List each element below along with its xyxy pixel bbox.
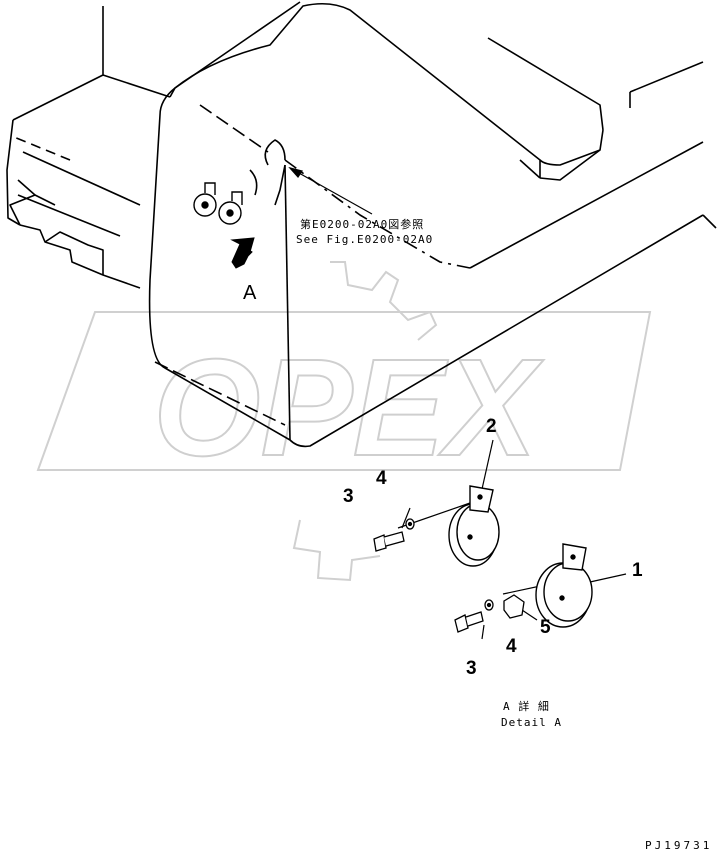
reference-note-en: See Fig.E0200-02A0 (296, 233, 434, 246)
callout-4-lower: 4 (506, 636, 517, 657)
view-marker: A (243, 282, 257, 304)
washer-lower (484, 599, 494, 611)
reference-leader (288, 166, 373, 215)
callout-3-upper: 3 (343, 486, 354, 507)
watermark-logo: OPEX (36, 261, 652, 582)
horn-lower (535, 543, 593, 628)
callout-4-upper: 4 (376, 468, 387, 489)
callout-2: 2 (486, 416, 497, 437)
callout-1: 1 (632, 560, 643, 581)
callout-3-lower: 3 (466, 658, 477, 679)
washer-upper (405, 518, 415, 530)
drawing-number: PJ19731 (645, 839, 713, 852)
bolt-lower (454, 611, 484, 633)
detail-title-jp: A 詳 細 (503, 700, 550, 713)
horn-upper (448, 485, 500, 567)
bolt-upper (373, 531, 405, 552)
machine-outline (6, 1, 717, 448)
horn-location-mounted (193, 182, 243, 225)
detail-title-en: Detail A (501, 716, 562, 729)
view-arrow-icon (230, 237, 255, 269)
svg-text:OPEX: OPEX (153, 331, 543, 485)
nut-lower (503, 594, 525, 619)
reference-note-jp: 第E0200-02A0図参照 (300, 218, 425, 231)
callout-5: 5 (540, 617, 551, 638)
